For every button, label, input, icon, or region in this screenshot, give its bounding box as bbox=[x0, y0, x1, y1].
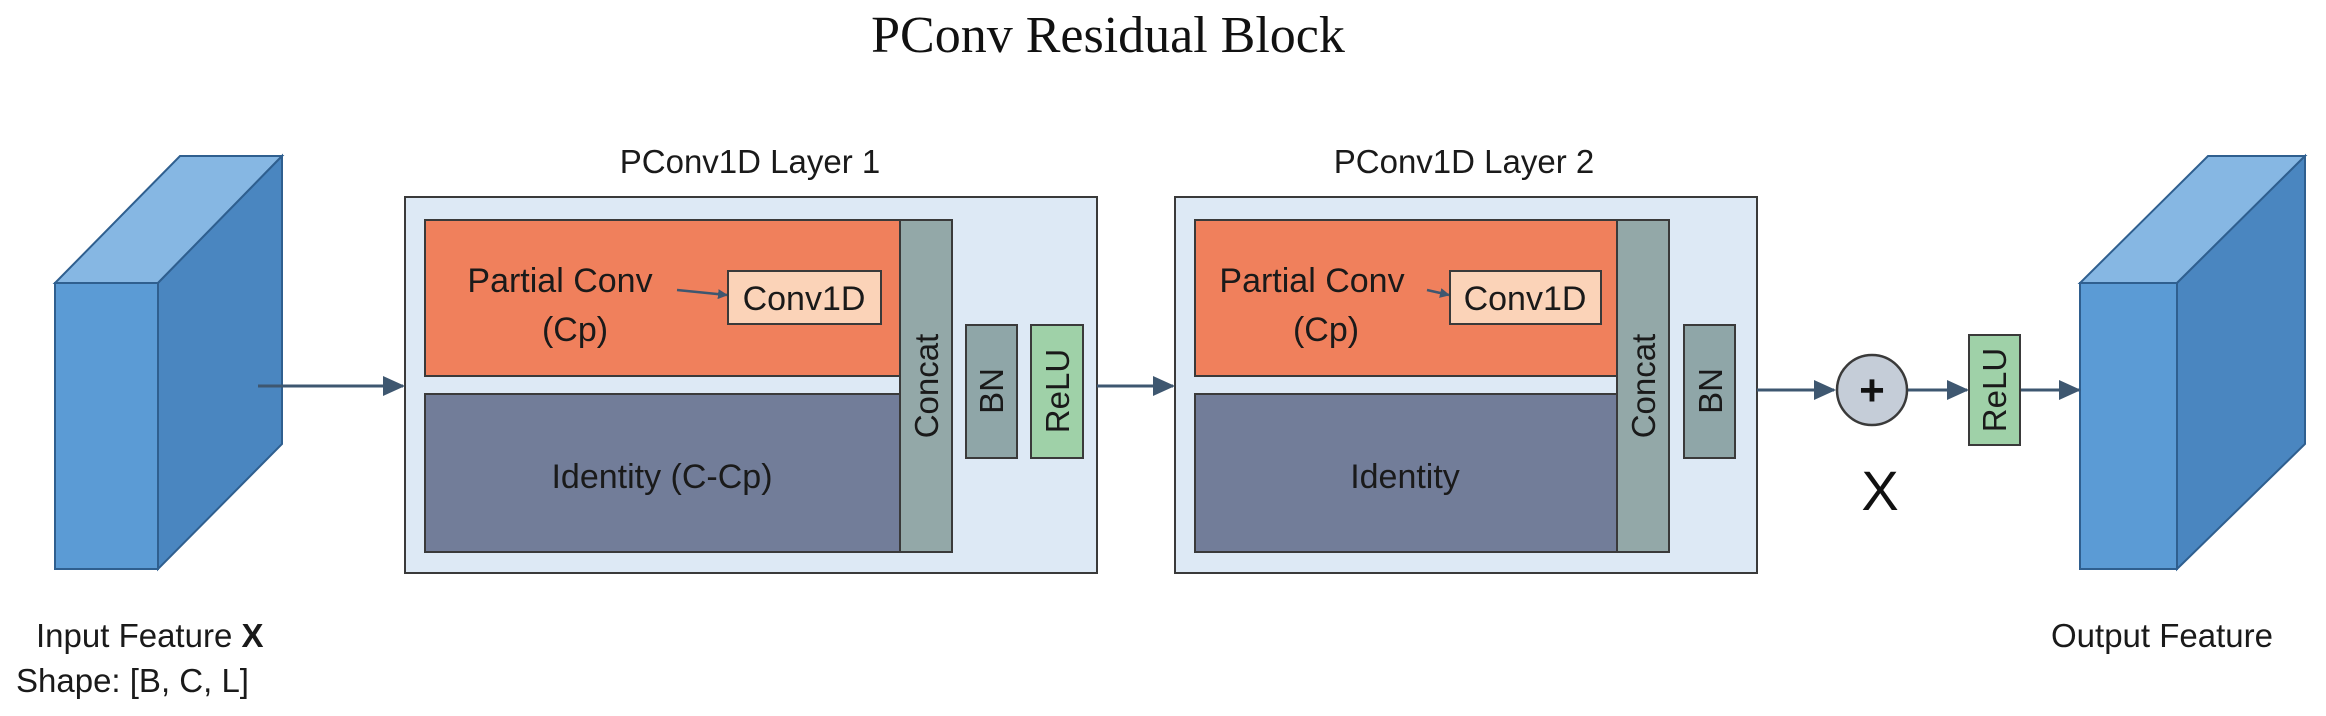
final-relu-label: ReLU bbox=[1976, 348, 2013, 432]
layer2-conv1d-label: Conv1D bbox=[1464, 280, 1587, 318]
layer1-concat-label: Concat bbox=[908, 334, 945, 439]
layer1-partial-conv-label: Partial Conv bbox=[467, 262, 652, 300]
layer1-relu-box bbox=[1030, 324, 1084, 459]
layer2-identity-box bbox=[1194, 393, 1618, 553]
layer1-conv1d-box bbox=[727, 270, 882, 325]
layer2-bn-box bbox=[1683, 324, 1736, 459]
diagram-title: PConv Residual Block bbox=[871, 7, 1345, 64]
input-feature-label: Input Feature X bbox=[36, 617, 263, 654]
layer2-concat-label: Concat bbox=[1625, 334, 1662, 439]
layer1-bn-label: BN bbox=[973, 368, 1010, 414]
layer2-partial-conv-cp: (Cp) bbox=[1293, 311, 1359, 349]
layer1-bn-box bbox=[965, 324, 1018, 459]
layer2-bn-label: BN bbox=[1692, 368, 1729, 414]
input-feature-cube bbox=[52, 153, 285, 572]
residual-skip-label: X bbox=[1861, 459, 1898, 522]
input-feature-var: X bbox=[241, 617, 263, 654]
layer1-identity-box bbox=[424, 393, 901, 553]
layer1-title: PConv1D Layer 1 bbox=[620, 143, 880, 180]
layer2-conv-arrow bbox=[1426, 288, 1450, 298]
residual-add-node bbox=[1835, 353, 1909, 427]
layer1-concat-box bbox=[899, 219, 953, 553]
plus-icon: + bbox=[1859, 366, 1885, 415]
layer1-identity-label: Identity (C-Cp) bbox=[551, 458, 772, 496]
layer1-conv-arrow bbox=[676, 288, 728, 300]
final-relu-box bbox=[1968, 334, 2021, 446]
layer1-relu-label: ReLU bbox=[1039, 349, 1076, 433]
output-feature-label: Output Feature bbox=[2051, 617, 2273, 654]
layer2-partial-conv-label: Partial Conv bbox=[1219, 262, 1404, 300]
layer1-conv1d-label: Conv1D bbox=[743, 280, 866, 318]
layer2-conv1d-box bbox=[1449, 270, 1602, 325]
layer1-partial-conv-cp: (Cp) bbox=[542, 311, 608, 349]
layer2-identity-label: Identity bbox=[1350, 458, 1460, 496]
layer2-concat-box bbox=[1616, 219, 1670, 553]
layer2-title: PConv1D Layer 2 bbox=[1334, 143, 1594, 180]
input-shape-label: Shape: [B, C, L] bbox=[16, 662, 249, 699]
output-feature-cube bbox=[2077, 153, 2308, 572]
